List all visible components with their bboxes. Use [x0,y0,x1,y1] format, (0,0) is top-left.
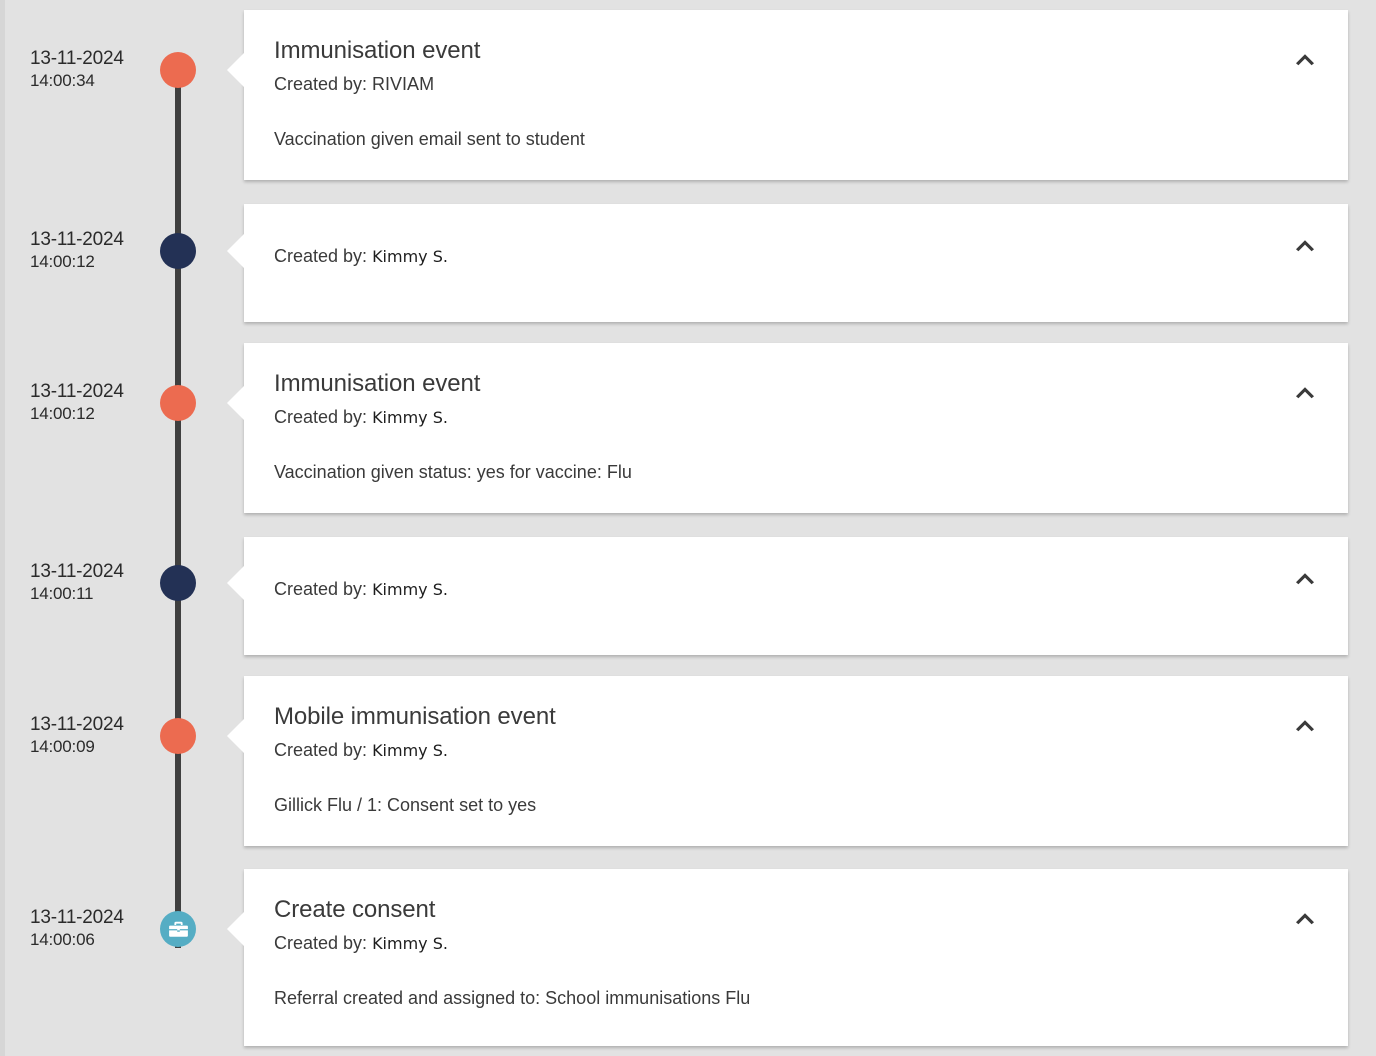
entry-time: 14:00:06 [30,930,95,949]
entry-date: 13-11-2024 [30,381,124,402]
creator-label: Created by: [274,246,373,266]
card-body: Created by: Kimmy S. [244,537,1348,650]
timeline-marker [160,52,196,88]
creator-name: Kimmy S. [372,247,448,266]
creator-name: Kimmy S. [372,934,448,953]
entry-date: 13-11-2024 [30,714,124,735]
card-title: Create consent [274,896,436,923]
card-creator: Created by: RIVIAM [274,72,1318,97]
card-pointer [227,53,244,87]
timeline-marker [160,565,196,601]
entry-date: 13-11-2024 [30,229,124,250]
entry-timestamp: 13-11-2024 14:00:12 [30,228,155,273]
creator-name: Kimmy S. [372,741,448,760]
card-detail: Gillick Flu / 1: Consent set to yes [274,795,537,815]
card-pointer [227,566,244,600]
card-pointer [227,234,244,268]
left-edge-strip [0,0,5,1056]
card-pointer [227,386,244,420]
entry-time: 14:00:11 [30,584,94,603]
card-creator: Created by: Kimmy S. [274,577,1318,602]
card-title: Immunisation event [274,37,481,64]
entry-time: 14:00:09 [30,737,95,756]
creator-name: Kimmy S. [372,408,448,427]
creator-name: Kimmy S. [372,580,448,599]
timeline-event-card[interactable]: Created by: Kimmy S. [227,204,1348,322]
card-title: Mobile immunisation event [274,703,556,730]
chevron-up-icon[interactable] [1292,712,1318,738]
card-body: Created by: Kimmy S. [244,204,1348,317]
chevron-up-icon[interactable] [1292,232,1318,258]
briefcase-icon [168,921,188,938]
card-creator: Created by: Kimmy S. [274,405,1318,430]
entry-timestamp: 13-11-2024 14:00:11 [30,560,155,605]
entry-date: 13-11-2024 [30,561,124,582]
entry-timestamp: 13-11-2024 14:00:06 [30,906,155,951]
timeline-event-card[interactable]: Created by: Kimmy S. [227,537,1348,655]
entry-time: 14:00:12 [30,404,95,423]
chevron-up-icon[interactable] [1292,379,1318,405]
timeline-marker-consent [160,911,196,947]
timeline-rail [175,62,181,948]
creator-label: Created by: [274,933,373,953]
card-detail: Vaccination given status: yes for vaccin… [274,462,632,482]
timeline-marker [160,385,196,421]
entry-time: 14:00:34 [30,71,95,90]
timeline-marker [160,718,196,754]
entry-timestamp: 13-11-2024 14:00:09 [30,713,155,758]
entry-date: 13-11-2024 [30,48,124,69]
card-pointer [227,719,244,753]
chevron-up-icon[interactable] [1292,46,1318,72]
entry-timestamp: 13-11-2024 14:00:34 [30,47,155,92]
creator-label: Created by: RIVIAM [274,74,435,94]
entry-timestamp: 13-11-2024 14:00:12 [30,380,155,425]
card-detail: Vaccination given email sent to student [274,129,585,149]
entry-date: 13-11-2024 [30,907,124,928]
card-creator: Created by: Kimmy S. [274,738,1318,763]
entry-time: 14:00:12 [30,252,95,271]
card-pointer [227,912,244,946]
creator-label: Created by: [274,740,373,760]
creator-label: Created by: [274,579,373,599]
card-creator: Created by: Kimmy S. [274,931,1318,956]
chevron-up-icon[interactable] [1292,565,1318,591]
card-creator: Created by: Kimmy S. [274,244,1318,269]
creator-label: Created by: [274,407,373,427]
chevron-up-icon[interactable] [1292,905,1318,931]
card-detail: Referral created and assigned to: School… [274,988,751,1008]
timeline-marker [160,233,196,269]
card-title: Immunisation event [274,370,481,397]
